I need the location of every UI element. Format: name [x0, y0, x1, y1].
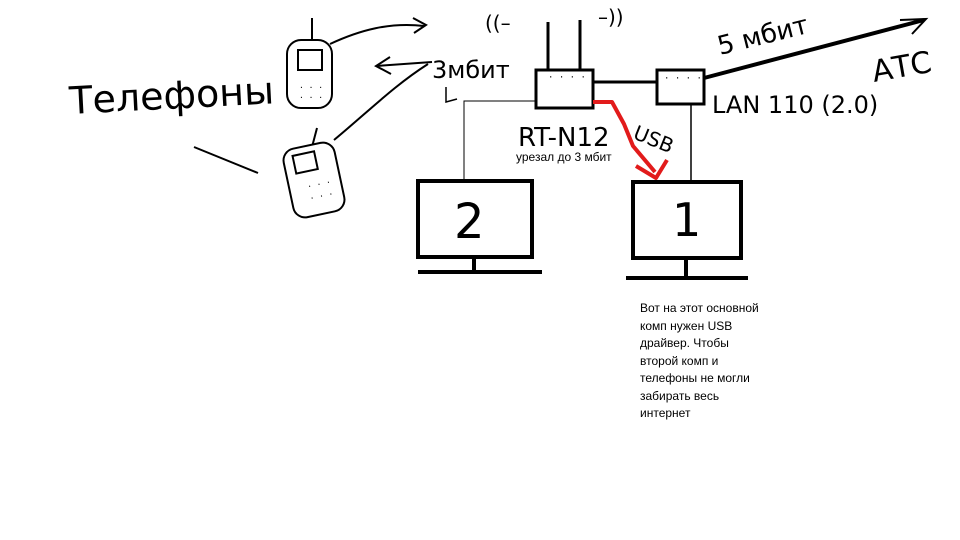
- note-line: телефоны не могли: [640, 371, 750, 385]
- phone-1-link-arrow: [412, 17, 428, 34]
- speed-3-arrow-line: [375, 61, 433, 67]
- speed-3-arrow-head: [374, 56, 392, 75]
- monitor-1-number: 1: [672, 193, 701, 247]
- monitor-2-number: 2: [454, 194, 485, 250]
- phone-1-link: [329, 23, 425, 45]
- usb-cable: [593, 100, 657, 174]
- phone-2-link: [333, 63, 429, 141]
- note-line: интернет: [640, 406, 691, 420]
- phone-2-screen: [291, 150, 319, 175]
- note-line: второй комп и: [640, 353, 719, 368]
- router-box: [534, 68, 595, 110]
- speed-3-label: 3мбит: [432, 56, 510, 84]
- phone-1-keypad-row2: · · ·: [299, 93, 323, 102]
- router-note: урезал до 3 мбит: [516, 150, 612, 164]
- lan-device-box: [655, 68, 706, 106]
- note-line: драйвер. Чтобы: [640, 336, 729, 350]
- usb-arrow-head: [634, 158, 669, 180]
- ats-line: [703, 18, 925, 80]
- note-line: забирать весь: [640, 388, 720, 403]
- cable-hook: [445, 87, 458, 103]
- lan-device-leds: · · · ·: [664, 74, 702, 84]
- phones-label: Телефоны: [67, 68, 275, 123]
- monitor-1-screen: [631, 180, 743, 260]
- phones-pointer-line: [193, 146, 259, 174]
- wifi-waves-right: –)): [598, 5, 624, 29]
- phone-1-screen: [297, 49, 323, 71]
- phone-1-keypad: · · ·: [299, 83, 323, 92]
- note-line: Вот на этот основной: [640, 301, 759, 315]
- lan-label: LAN 110 (2.0): [712, 91, 878, 119]
- note-line: комп нужен USB: [640, 318, 733, 333]
- ats-label: АТС: [869, 45, 934, 90]
- monitor-2-screen: [416, 179, 534, 259]
- router-leds: · · · ·: [548, 73, 586, 83]
- driver-note: Вот на этот основной комп нужен USB драй…: [640, 300, 790, 423]
- router-model-label: RT-N12: [518, 123, 610, 153]
- cable-router-to-pc2: [463, 100, 536, 180]
- wifi-waves-left: ((–: [485, 11, 511, 35]
- ats-arrow-head: [899, 17, 929, 35]
